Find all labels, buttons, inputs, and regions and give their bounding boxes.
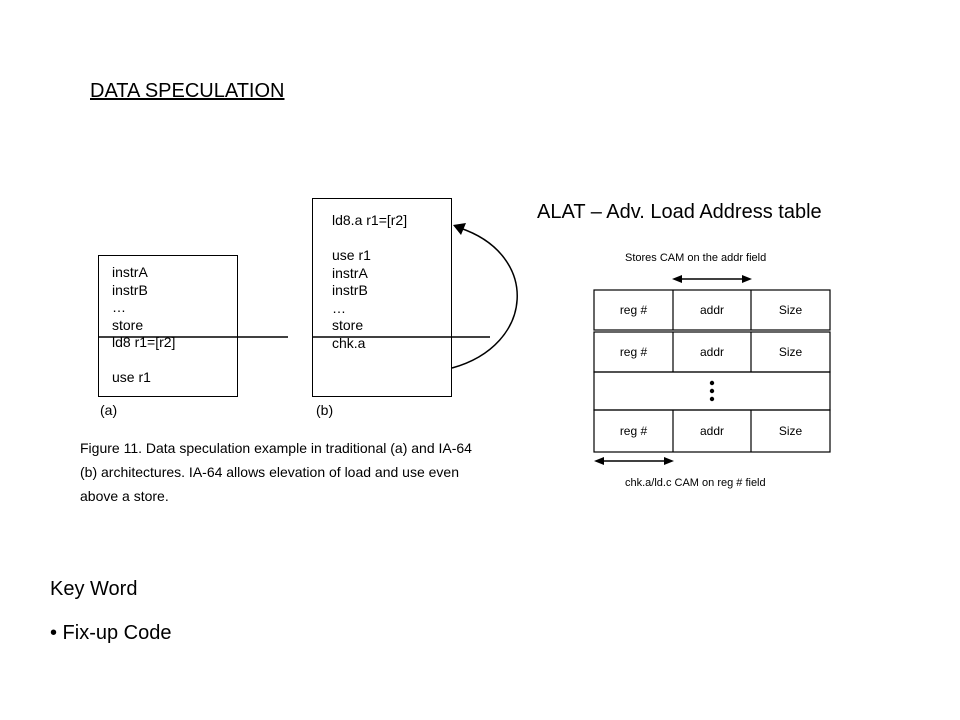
code-line: instrB	[112, 281, 148, 298]
alat-cell-addr: addr	[699, 345, 725, 359]
alat-row-3	[593, 409, 831, 453]
bottom-arrow-right-head-icon	[664, 457, 674, 465]
alat-cell-reg: reg #	[619, 303, 648, 317]
code-line: store	[332, 317, 364, 333]
alat-cell-size: Size	[778, 303, 803, 317]
code-line: chk.a	[332, 334, 366, 351]
top-arrow-right-head-icon	[742, 275, 752, 283]
alat-cell-addr: addr	[699, 303, 725, 317]
bottom-arrow-left-head-icon	[594, 457, 604, 465]
code-box-a-lines: instrA instrB … store ld8 r1=[r2] use r1	[112, 264, 175, 387]
keyword-label: Key Word	[50, 578, 138, 600]
code-line: ld8.a r1=[r2]	[332, 212, 408, 228]
code-line: …	[332, 299, 346, 316]
code-line: ld8 r1=[r2]	[112, 334, 176, 350]
code-line: use r1	[332, 247, 371, 263]
caption-line: above a store.	[80, 488, 169, 504]
ellipsis-dot-icon	[709, 388, 715, 394]
ellipsis-dot-icon	[709, 396, 715, 402]
alat-top-caption: Stores CAM on the addr field	[625, 252, 767, 264]
alat-row-1	[593, 289, 831, 331]
code-box-a	[98, 255, 238, 397]
code-line: …	[112, 299, 126, 315]
alat-cell-size: Size	[778, 424, 803, 438]
label-b: (b)	[316, 402, 334, 418]
code-line: use r1	[112, 369, 151, 385]
figure-caption: Figure 11. Data speculation example in t…	[80, 436, 550, 508]
top-arrow-left-head-icon	[672, 275, 682, 283]
label-a: (a)	[100, 402, 118, 418]
code-box-b	[312, 198, 452, 397]
code-line: instrB	[332, 282, 368, 298]
keyword-bullet: • Fix-up Code	[50, 622, 172, 644]
alat-title: ALAT – Adv. Load Address table	[537, 201, 822, 223]
alat-cell-reg: reg #	[619, 424, 648, 438]
caption-line: Figure 11. Data speculation example in t…	[80, 440, 472, 456]
ellipsis-dot-icon	[709, 380, 715, 386]
caption-line: (b) architectures. IA-64 allows elevatio…	[80, 464, 459, 480]
code-line: instrA	[112, 264, 148, 280]
alat-cell-size: Size	[778, 345, 803, 359]
code-line: store	[112, 316, 144, 333]
arrow-head-icon	[453, 223, 466, 235]
alat-cell-reg: reg #	[619, 345, 648, 359]
code-box-b-lines: ld8.a r1=[r2] use r1 instrA instrB … sto…	[332, 212, 407, 352]
page-title: DATA SPECULATION	[90, 80, 285, 102]
alat-cell-addr: addr	[699, 424, 725, 438]
curved-arrow	[451, 227, 518, 369]
code-line: instrA	[332, 264, 368, 281]
alat-bottom-caption: chk.a/ld.c CAM on reg # field	[625, 477, 766, 489]
